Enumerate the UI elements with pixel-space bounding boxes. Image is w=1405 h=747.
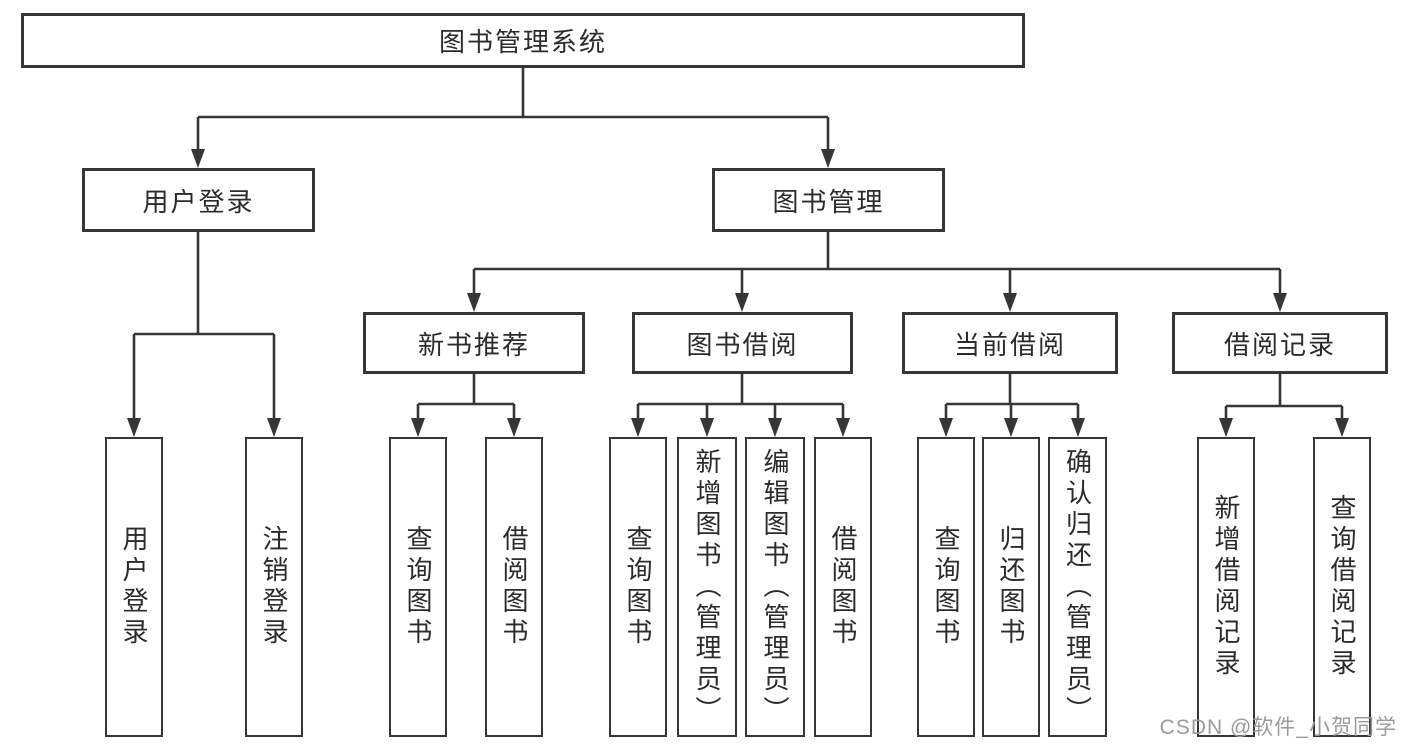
root-node-label: 图书管理系统 (438, 27, 607, 57)
leaf-query-books-current-label: 查询图书 (931, 525, 961, 649)
book-management-label: 图书管理 (772, 186, 885, 217)
leaf-return-books-label: 归还图书 (996, 525, 1026, 649)
leaf-borrow-books-recommend-label: 借阅图书 (499, 525, 529, 649)
leaf-return-books: 归还图书 (982, 437, 1040, 737)
leaf-add-books-admin: 新增图书（管理员） (677, 437, 737, 737)
current-borrow-label: 当前借阅 (953, 329, 1066, 360)
leaf-query-books-borrow-label: 查询图书 (623, 525, 653, 649)
current-borrow-node: 当前借阅 (902, 312, 1118, 374)
leaf-confirm-return-admin-label: 确认归还（管理员） (1062, 447, 1093, 727)
leaf-add-books-admin-label: 新增图书（管理员） (692, 447, 722, 727)
user-login-node: 用户登录 (82, 168, 315, 232)
leaf-edit-books-admin-label: 编辑图书（管理员） (760, 447, 790, 727)
leaf-logout: 注销登录 (245, 437, 303, 737)
leaf-borrow-books: 借阅图书 (814, 437, 872, 737)
book-borrow-node: 图书借阅 (632, 312, 853, 374)
new-book-recommend-label: 新书推荐 (417, 329, 530, 360)
leaf-edit-books-admin: 编辑图书（管理员） (745, 437, 805, 737)
leaf-logout-label: 注销登录 (259, 525, 289, 649)
leaf-user-login-label: 用户登录 (119, 525, 149, 649)
leaf-query-books-recommend-label: 查询图书 (403, 525, 433, 649)
root-node-library-system: 图书管理系统 (21, 13, 1025, 68)
borrow-record-node: 借阅记录 (1172, 312, 1388, 374)
user-login-label: 用户登录 (142, 186, 255, 217)
leaf-query-books-recommend: 查询图书 (389, 437, 447, 737)
book-borrow-label: 图书借阅 (686, 329, 799, 360)
leaf-borrow-books-recommend: 借阅图书 (485, 437, 543, 737)
leaf-query-borrow-record: 查询借阅记录 (1313, 437, 1371, 737)
leaf-query-borrow-record-label: 查询借阅记录 (1327, 494, 1357, 680)
leaf-query-books-current: 查询图书 (917, 437, 975, 737)
leaf-user-login: 用户登录 (105, 437, 163, 737)
book-management-node: 图书管理 (712, 168, 945, 232)
leaf-add-borrow-record: 新增借阅记录 (1197, 437, 1255, 737)
leaf-add-borrow-record-label: 新增借阅记录 (1211, 494, 1241, 680)
leaf-confirm-return-admin: 确认归还（管理员） (1048, 437, 1107, 737)
borrow-record-label: 借阅记录 (1223, 329, 1336, 360)
leaf-query-books-borrow: 查询图书 (609, 437, 667, 737)
leaf-borrow-books-label: 借阅图书 (828, 525, 858, 649)
csdn-watermark: CSDN @软件_小贺同学 (1159, 716, 1397, 739)
new-book-recommend-node: 新书推荐 (363, 312, 585, 374)
